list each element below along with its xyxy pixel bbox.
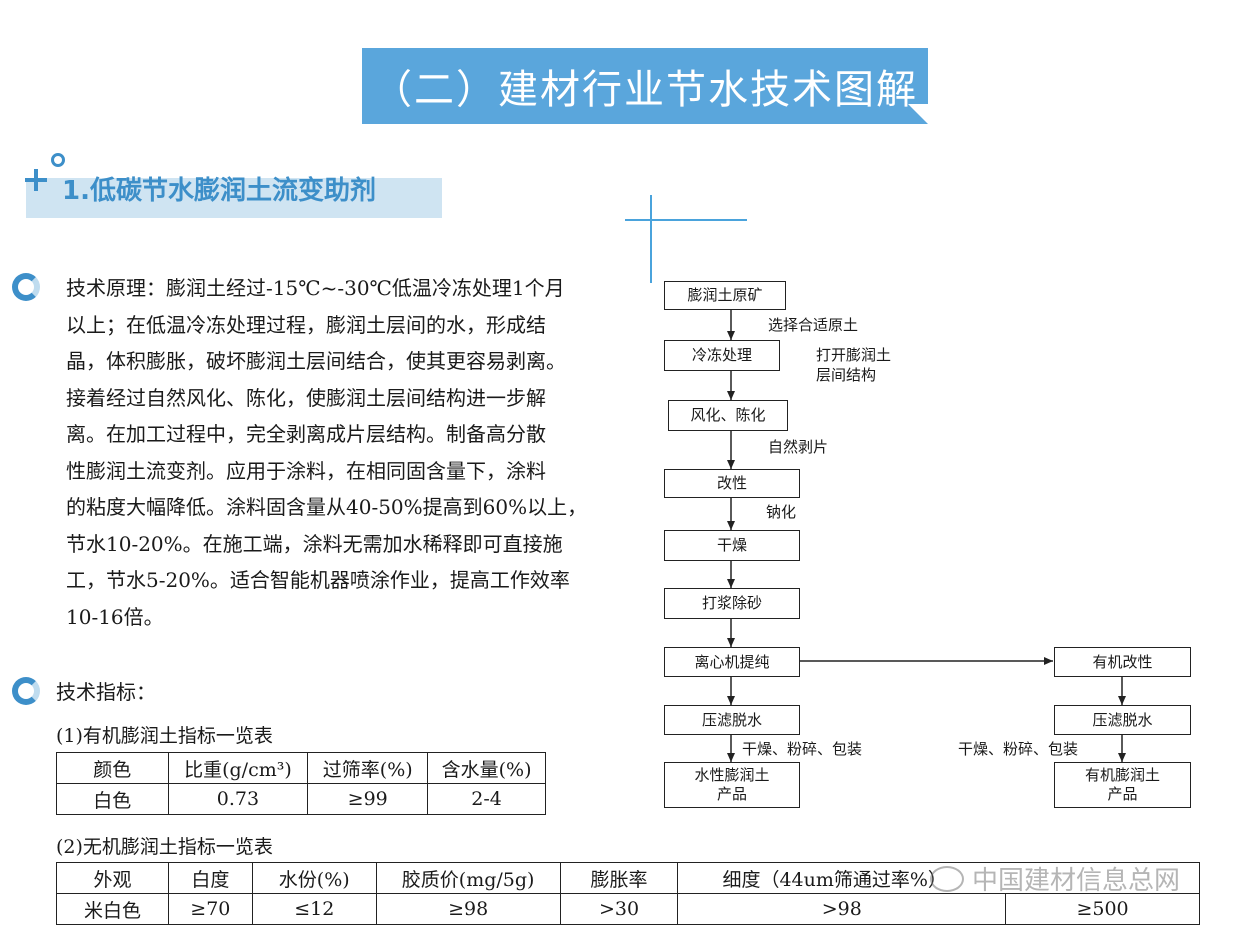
principle-line: 离。在加工过程中，完全剥离成片层结构。制备高分散 bbox=[66, 422, 546, 446]
flow-label-select: 选择合适原土 bbox=[768, 316, 859, 334]
flow-label-natural: 自然剥片 bbox=[768, 438, 829, 456]
flow-box-press-right: 压滤脱水 bbox=[1054, 705, 1191, 735]
wechat-watermark-icon bbox=[930, 866, 964, 892]
principle-line: 接着经过自然风化、陈化，使膨润土层间结构进一步解 bbox=[66, 385, 546, 410]
principle-line: 的粘度大幅降低。涂料固含量从40-50%提高到60%以上， bbox=[66, 495, 588, 519]
section-title: 1.低碳节水膨润土流变助剂 bbox=[62, 176, 376, 206]
table-header-cell: 膨胀率 bbox=[559, 862, 679, 894]
banner-fold-corner bbox=[908, 104, 928, 124]
table-cell: >98 bbox=[677, 893, 1007, 925]
table-header-row: 外观 白度 水份(%) 胶质价(mg/5g) 膨胀率 细度（44um筛通过率%） bbox=[56, 862, 1200, 894]
crosshair-decoration-vertical bbox=[650, 195, 652, 283]
banner-title: （二）建材行业节水技术图解 bbox=[372, 67, 918, 113]
indicators-heading: 技术指标： bbox=[56, 680, 156, 704]
flow-box-modify: 改性 bbox=[664, 469, 800, 498]
principle-line: 工，节水5-20%。适合智能机器喷涂作业，提高工作效率 bbox=[66, 568, 570, 592]
table-header-cell: 颜色 bbox=[56, 752, 169, 784]
flow-box-freeze: 冷冻处理 bbox=[664, 340, 780, 371]
flow-box-raw-ore: 膨润土原矿 bbox=[664, 281, 786, 310]
principle-line: 晶，体积膨胀，破坏膨润土层间结合，使其更容易剥离。 bbox=[66, 349, 566, 373]
flow-box-weathering: 风化、陈化 bbox=[668, 400, 788, 431]
table-cell: ≤12 bbox=[251, 893, 377, 925]
watermark-text: 中国建材信息总网 bbox=[972, 866, 1181, 896]
table-header-cell: 白度 bbox=[167, 862, 253, 894]
principle-line: 10-16倍。 bbox=[66, 604, 164, 629]
organic-bentonite-table: 颜色 比重(g/cm³) 过筛率(%) 含水量(%) 白色 0.73 ≥99 2… bbox=[56, 752, 546, 815]
table-cell: ≥98 bbox=[375, 893, 561, 925]
flow-label-process-right: 干燥、粉碎、包装 bbox=[958, 740, 1079, 758]
flow-box-slurry: 打浆除砂 bbox=[664, 588, 800, 619]
inorganic-bentonite-table: 外观 白度 水份(%) 胶质价(mg/5g) 膨胀率 细度（44um筛通过率%）… bbox=[56, 862, 1200, 925]
table1-caption: (1)有机膨润土指标一览表 bbox=[56, 725, 273, 747]
table2-caption: (2)无机膨润土指标一览表 bbox=[56, 836, 273, 858]
table-header-cell: 外观 bbox=[56, 862, 169, 894]
plus-icon-horizontal bbox=[25, 178, 47, 182]
technical-principle-paragraph: 技术原理：膨润土经过-15℃~-30℃低温冷冻处理1个月 以上；在低温冷冻处理过… bbox=[66, 270, 636, 635]
flow-box-dry: 干燥 bbox=[664, 530, 800, 561]
table-header-cell: 水份(%) bbox=[251, 862, 377, 894]
flow-box-organic-modify: 有机改性 bbox=[1054, 647, 1191, 677]
principle-line: 技术原理：膨润土经过-15℃~-30℃低温冷冻处理1个月 bbox=[66, 276, 565, 300]
table-cell: >30 bbox=[559, 893, 679, 925]
title-banner: （二）建材行业节水技术图解 bbox=[362, 48, 928, 124]
flow-box-press-left: 压滤脱水 bbox=[664, 705, 800, 735]
flow-label-open: 打开膨润土 层间结构 bbox=[816, 346, 892, 384]
table-cell: 0.73 bbox=[167, 783, 309, 815]
section-heading-bar bbox=[26, 178, 442, 218]
table-cell: 2-4 bbox=[427, 783, 546, 815]
flow-box-centrifuge: 离心机提纯 bbox=[664, 647, 800, 677]
table-cell: 米白色 bbox=[56, 893, 169, 925]
table-row: 米白色 ≥70 ≤12 ≥98 >30 >98 ≥500 bbox=[56, 893, 1200, 925]
table-cell: ≥99 bbox=[307, 783, 429, 815]
table-row: 白色 0.73 ≥99 2-4 bbox=[56, 783, 546, 815]
table-cell: ≥70 bbox=[167, 893, 253, 925]
ring-bullet-icon bbox=[12, 677, 40, 705]
principle-line: 性膨润土流变剂。应用于涂料，在相同固含量下，涂料 bbox=[66, 458, 546, 483]
crosshair-decoration-horizontal bbox=[625, 219, 747, 221]
table-header-cell: 胶质价(mg/5g) bbox=[375, 862, 561, 894]
flow-label-sodium: 钠化 bbox=[766, 503, 797, 521]
table-cell: 白色 bbox=[56, 783, 169, 815]
principle-line: 节水10-20%。在施工端，涂料无需加水稀释即可直接施 bbox=[66, 531, 563, 556]
circle-decoration-icon bbox=[51, 153, 65, 167]
principle-line: 以上；在低温冷冻处理过程，膨润土层间的水，形成结 bbox=[66, 312, 546, 337]
table-header-cell: 过筛率(%) bbox=[307, 752, 429, 784]
table-header-row: 颜色 比重(g/cm³) 过筛率(%) 含水量(%) bbox=[56, 752, 546, 784]
flow-box-product-right: 有机膨润土 产品 bbox=[1054, 762, 1191, 808]
ring-bullet-icon bbox=[12, 273, 40, 301]
table-cell: ≥500 bbox=[1005, 893, 1200, 925]
flow-box-product-left: 水性膨润土 产品 bbox=[664, 762, 800, 808]
flow-label-process-left: 干燥、粉碎、包装 bbox=[742, 740, 863, 758]
